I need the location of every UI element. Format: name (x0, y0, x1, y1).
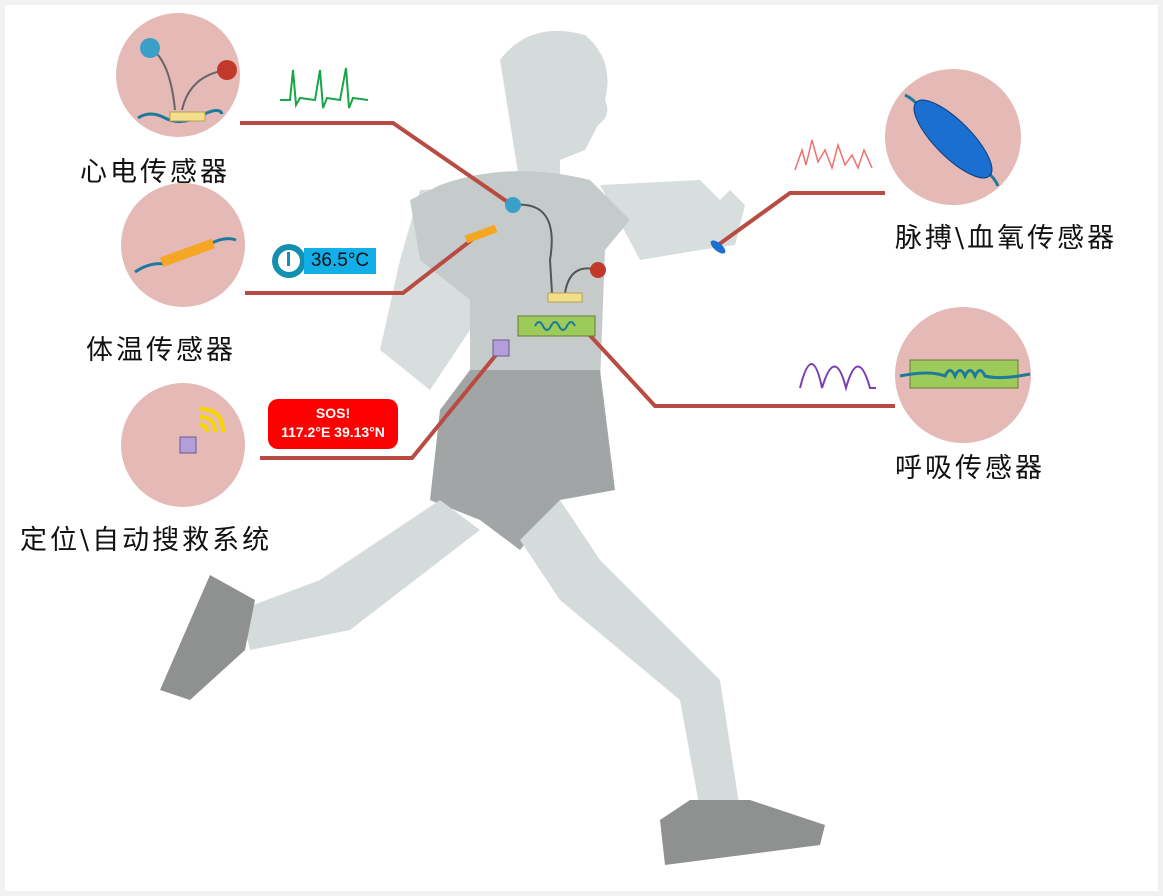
pulse-oximeter-icon (904, 93, 1000, 187)
ecg-electrode-icon (137, 38, 237, 123)
locator-chip-icon (179, 436, 197, 454)
sos-coordinates: 117.2°E 39.13°N (281, 424, 385, 440)
pulse-waveform-icon (794, 139, 873, 171)
respiration-waveform-icon (799, 363, 876, 392)
temperature-probe-icon (134, 237, 237, 274)
wifi-signal-icon (199, 407, 225, 433)
temperature-sensor-label: 体温传感器 (86, 335, 236, 366)
sos-alert-text: SOS! (315, 405, 351, 421)
ecg-sensor-label: 心电传感器 (80, 157, 230, 188)
connector-lines (240, 121, 895, 460)
location-system-label: 定位\自动搜救系统 (20, 525, 273, 556)
body-worn-devices (464, 197, 726, 357)
sos-alert-badge: SOS! 117.2°E 39.13°N (268, 399, 398, 449)
pulse-oximetry-label: 脉搏\血氧传感器 (895, 223, 1118, 254)
temperature-sensor-circle (121, 183, 245, 307)
temperature-reading: 36.5°C (304, 248, 376, 274)
respiration-sensor-label: 呼吸传感器 (895, 453, 1045, 484)
respiration-belt-icon (899, 359, 1031, 389)
runner-silhouette (160, 30, 825, 865)
ecg-waveform-icon (280, 67, 369, 109)
